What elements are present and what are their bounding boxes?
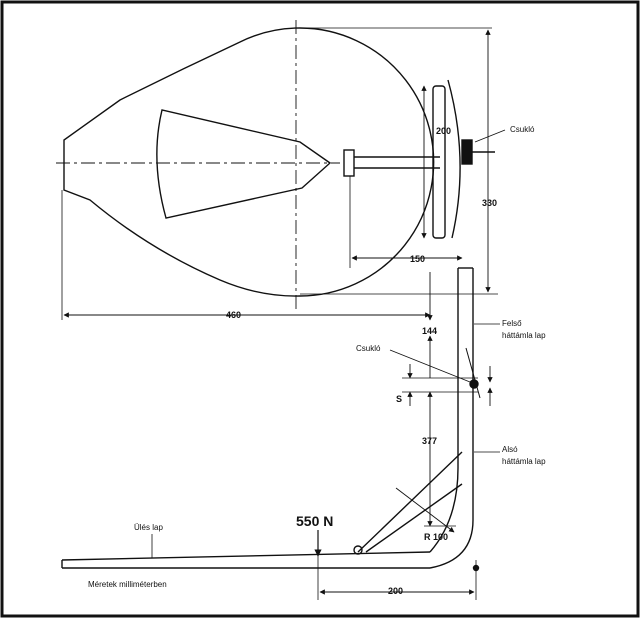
label-seat: Ülés lap: [134, 523, 163, 532]
dim-r100: R 100: [424, 532, 448, 542]
dim-377: 377: [422, 436, 437, 446]
hinge-block: [461, 139, 473, 165]
label-lower-backrest-1: Alsó: [502, 445, 518, 454]
label-load: 550 N: [296, 513, 333, 529]
disk-front: [447, 79, 461, 239]
strut-upper: [357, 451, 463, 553]
dim-460: 460: [226, 310, 241, 320]
seat-inner-shape: [156, 109, 332, 219]
backrest-outer: [429, 268, 474, 569]
label-lower-backrest-2: háttámla lap: [502, 457, 546, 466]
backrest-outline: [63, 27, 435, 297]
shaft-block-left: [343, 149, 355, 177]
backrest-inner: [429, 268, 459, 553]
seat-top: [61, 551, 431, 561]
label-units-note: Méretek milliméterben: [88, 580, 167, 589]
disk-rear: [432, 85, 446, 239]
dim-200-bottom: 200: [388, 586, 403, 596]
dim-200-top: 200: [436, 126, 451, 136]
label-hinge-side: Csukló: [356, 344, 381, 353]
dim-330: 330: [482, 198, 497, 208]
label-upper-backrest-2: háttámla lap: [502, 331, 546, 340]
label-upper-backrest-1: Felső: [502, 319, 522, 328]
label-hinge-top: Csukló: [510, 125, 535, 134]
strut-lower: [365, 483, 463, 553]
dim-150: 150: [410, 254, 425, 264]
dim-144: 144: [422, 326, 437, 336]
top-view: [56, 20, 506, 320]
dim-s: S: [396, 394, 402, 404]
side-view: [61, 267, 500, 600]
